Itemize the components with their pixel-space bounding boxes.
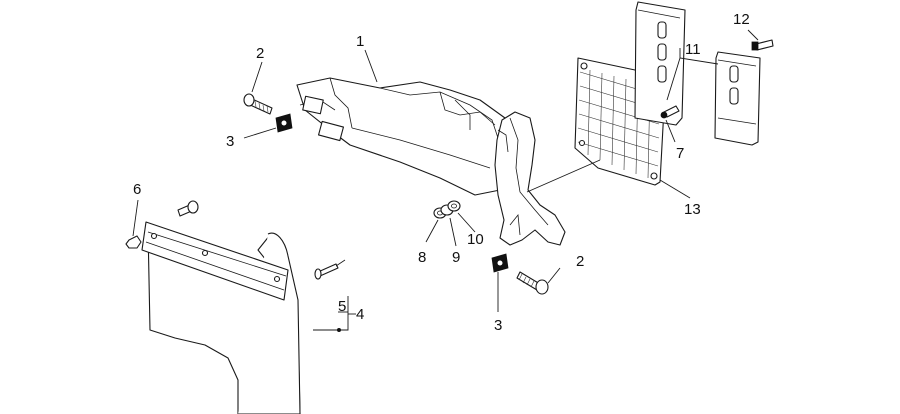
callout-5: 5	[338, 298, 346, 315]
callout-9: 9	[452, 249, 460, 266]
callout-6: 6	[133, 181, 141, 198]
callout-8: 8	[418, 249, 426, 266]
callout-labels: 1 2 3 6 12 11 7 13 2 3 10 9 8 5 4	[133, 11, 750, 334]
callout-11: 11	[685, 41, 701, 58]
callout-12: 12	[733, 11, 750, 28]
callout-3-top: 3	[226, 133, 234, 150]
license-bracket-arm	[494, 111, 566, 246]
screw-7-part	[660, 105, 680, 119]
callout-2-top: 2	[256, 45, 264, 62]
clip-nut-3-bottom-part	[491, 253, 509, 273]
rear-fender-part	[296, 77, 521, 196]
callout-10: 10	[467, 231, 484, 248]
bolt-2-bottom-part	[516, 271, 549, 295]
callout-13: 13	[684, 201, 701, 218]
bolt-2-top-part	[243, 93, 273, 115]
callout-3-bottom: 3	[494, 317, 502, 334]
callout-2-bottom: 2	[576, 253, 584, 270]
rivet-5-part	[314, 259, 346, 280]
leader-lines	[132, 29, 759, 332]
callout-4: 4	[356, 306, 364, 323]
clip-nut-3-top-part	[275, 113, 293, 133]
mudflap-part	[141, 221, 301, 414]
reflector-bracket-part	[634, 1, 761, 146]
callout-7: 7	[676, 145, 684, 162]
bolt-6-part	[125, 200, 199, 249]
callout-1: 1	[356, 33, 364, 50]
nut-washer-stack-part	[433, 200, 461, 219]
screw-12-part	[751, 39, 774, 51]
